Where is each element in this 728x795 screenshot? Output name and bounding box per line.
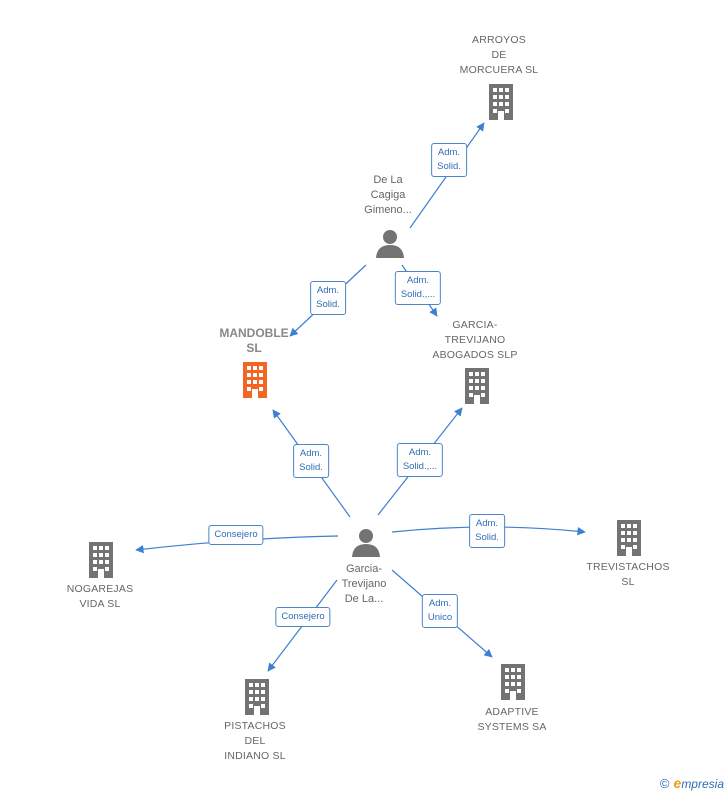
node-label-nogarejas: NOGAREJAS VIDA SL <box>66 583 134 610</box>
edge-label-e7[interactable]: Adm. Solid. <box>469 514 505 548</box>
edge-label-e2[interactable]: Adm. Solid. <box>310 281 346 315</box>
building-icon[interactable] <box>498 664 528 705</box>
node-label-delacagiga: De La Cagiga Gimeno... <box>364 174 412 216</box>
empresia-logo[interactable]: ©empresia <box>660 775 724 791</box>
building-icon[interactable] <box>462 368 492 409</box>
edge-label-e8[interactable]: Consejero <box>275 607 331 627</box>
person-icon[interactable] <box>351 527 381 562</box>
building-icon[interactable] <box>242 679 272 720</box>
building-icon[interactable] <box>614 520 644 561</box>
edge-label-e9[interactable]: Adm. Unico <box>421 594 459 628</box>
brand-initial: e <box>673 775 682 791</box>
node-label-trevistachos: TREVISTACHOS SL <box>586 561 670 588</box>
copyright-icon: © <box>659 776 670 791</box>
brand-name: mpresia <box>681 777 724 791</box>
edge-label-e1[interactable]: Adm. Solid. <box>431 143 467 177</box>
node-label-pistachos: PISTACHOS DEL INDIANO SL <box>224 720 286 762</box>
edge-label-e6[interactable]: Consejero <box>208 525 264 545</box>
node-label-adaptive: ADAPTIVE SYSTEMS SA <box>477 706 547 733</box>
node-label-garcia-abogados: GARCIA- TREVIJANO ABOGADOS SLP <box>432 319 518 361</box>
node-label-arroyos: ARROYOS DE MORCUERA SL <box>459 34 539 76</box>
building-icon[interactable] <box>240 362 270 403</box>
edge-label-e5[interactable]: Adm. Solid.,... <box>396 443 444 477</box>
node-label-mandoble: MANDOBLE SL <box>219 326 289 355</box>
building-icon[interactable] <box>486 84 516 125</box>
edge-label-e4[interactable]: Adm. Solid. <box>293 444 329 478</box>
node-label-garcia-trevijano: Garcia- Trevijano De La... <box>341 563 387 605</box>
edge-label-e3[interactable]: Adm. Solid.,... <box>394 271 442 305</box>
person-icon[interactable] <box>375 228 405 263</box>
building-icon[interactable] <box>86 542 116 583</box>
